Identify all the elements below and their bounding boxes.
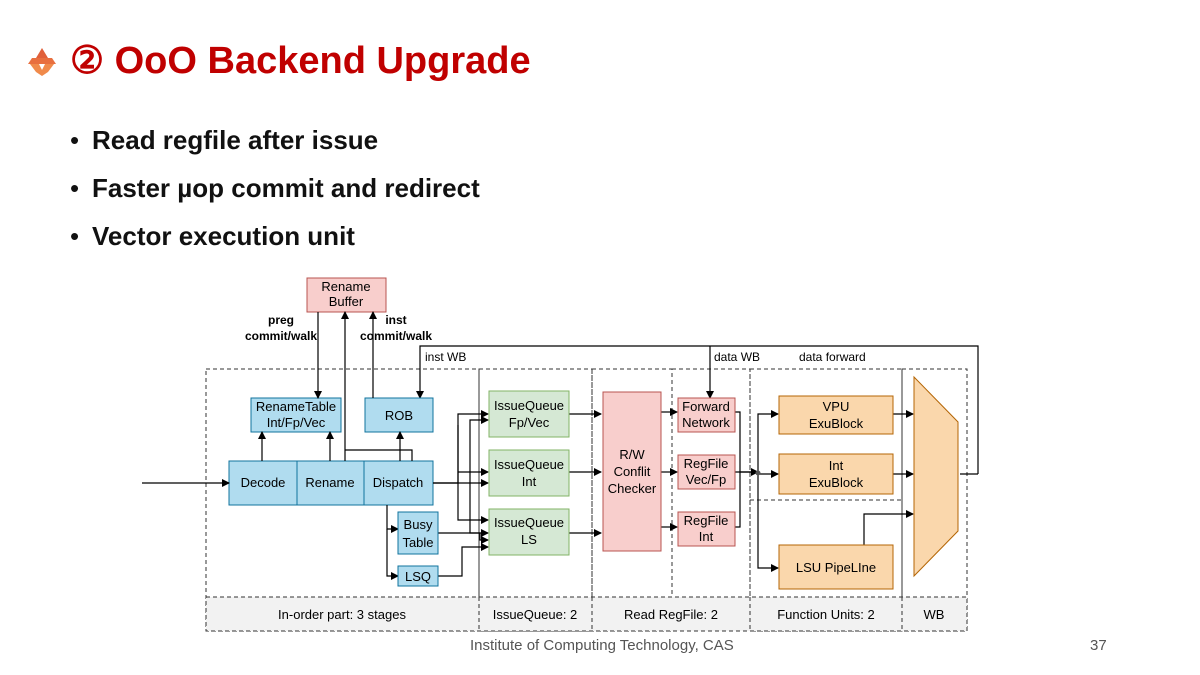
stage-issuequeue-box — [478, 368, 593, 632]
int-exu-box — [778, 453, 894, 495]
iq-ls-box — [488, 508, 570, 556]
vpu-label-1: VPU — [823, 399, 850, 414]
rename-table-label-1: RenameTable — [256, 399, 336, 414]
forward-network-label-1: Forward — [682, 399, 730, 414]
rename-buffer-label-2: Buffer — [329, 294, 364, 309]
iq-int-box — [488, 449, 570, 497]
vpu-label-2: ExuBlock — [809, 416, 864, 431]
data-wb-label: data WB — [714, 350, 760, 364]
rob-label: ROB — [385, 408, 413, 423]
bullet-item: Faster µop commit and redirect — [70, 166, 480, 214]
regfile-vecfp-label-2: Vec/Fp — [686, 472, 726, 487]
iq-ls-label-1: IssueQueue — [494, 515, 564, 530]
stage-label-fu: Function Units: 2 — [777, 607, 875, 622]
slide-title: ② OoO Backend Upgrade — [70, 40, 531, 82]
stage-label-regfile: Read RegFile: 2 — [624, 607, 718, 622]
forward-network-box — [677, 397, 736, 433]
bullet-item: Read regfile after issue — [70, 118, 480, 166]
regfile-vecfp-box — [677, 454, 736, 490]
int-exu-label-1: Int — [829, 458, 844, 473]
iq-int-label-1: IssueQueue — [494, 457, 564, 472]
stage-label-issuequeue: IssueQueue: 2 — [493, 607, 578, 622]
logo-icon — [28, 48, 56, 76]
iq-ls-label-2: LS — [521, 532, 537, 547]
forward-network-label-2: Network — [682, 415, 730, 430]
iq-fpvec-box — [488, 390, 570, 438]
rename-buffer-label-1: Rename — [321, 279, 370, 294]
rename-table-box — [250, 397, 342, 433]
regfile-int-box — [677, 511, 736, 547]
data-forward-label: data forward — [799, 350, 866, 364]
busy-table-label-2: Table — [402, 535, 433, 550]
rename-label: Rename — [305, 475, 354, 490]
lsq-box — [397, 565, 439, 587]
inst-wb-label: inst WB — [425, 350, 466, 364]
regfile-int-label-1: RegFile — [684, 513, 729, 528]
page-number: 37 — [1090, 637, 1107, 654]
iq-fpvec-label-2: Fp/Vec — [509, 415, 550, 430]
vpu-box — [778, 395, 894, 435]
busy-table-label-1: Busy — [404, 517, 433, 532]
inst-commit-label: commit/walk — [360, 329, 432, 343]
bullet-item: Vector execution unit — [70, 214, 480, 262]
regfile-vecfp-label-1: RegFile — [684, 456, 729, 471]
int-exu-label-2: ExuBlock — [809, 475, 864, 490]
wb-mux — [913, 375, 959, 578]
stage-inorder-box — [205, 368, 480, 632]
decode-label: Decode — [241, 475, 286, 490]
lsq-label: LSQ — [405, 569, 431, 584]
rw-checker-label-1: R/W — [619, 447, 645, 462]
inst-label: inst — [385, 313, 406, 327]
preg-label: preg — [268, 313, 294, 327]
regfile-int-label-2: Int — [699, 529, 714, 544]
iq-fpvec-label-1: IssueQueue — [494, 398, 564, 413]
stage-strip — [205, 596, 968, 632]
bullet-list: Read regfile after issue Faster µop comm… — [70, 118, 480, 262]
iq-int-label-2: Int — [522, 474, 537, 489]
busy-table-box — [397, 511, 439, 555]
dispatch-box — [363, 460, 434, 506]
lsu-pipeline-box — [778, 544, 894, 590]
rw-checker-box — [602, 391, 662, 552]
stage-label-wb: WB — [924, 607, 945, 622]
rob-box — [364, 397, 434, 433]
preg-commit-label: commit/walk — [245, 329, 317, 343]
lsu-pipeline-label: LSU PipeLIne — [796, 560, 876, 575]
footer-text: Institute of Computing Technology, CAS — [470, 637, 734, 654]
stage-label-inorder: In-order part: 3 stages — [278, 607, 406, 622]
dispatch-label: Dispatch — [373, 475, 424, 490]
rw-checker-label-3: Checker — [608, 481, 657, 496]
rename-box — [296, 460, 365, 506]
rename-table-label-2: Int/Fp/Vec — [267, 415, 326, 430]
rw-checker-label-2: Conflit — [614, 464, 651, 479]
